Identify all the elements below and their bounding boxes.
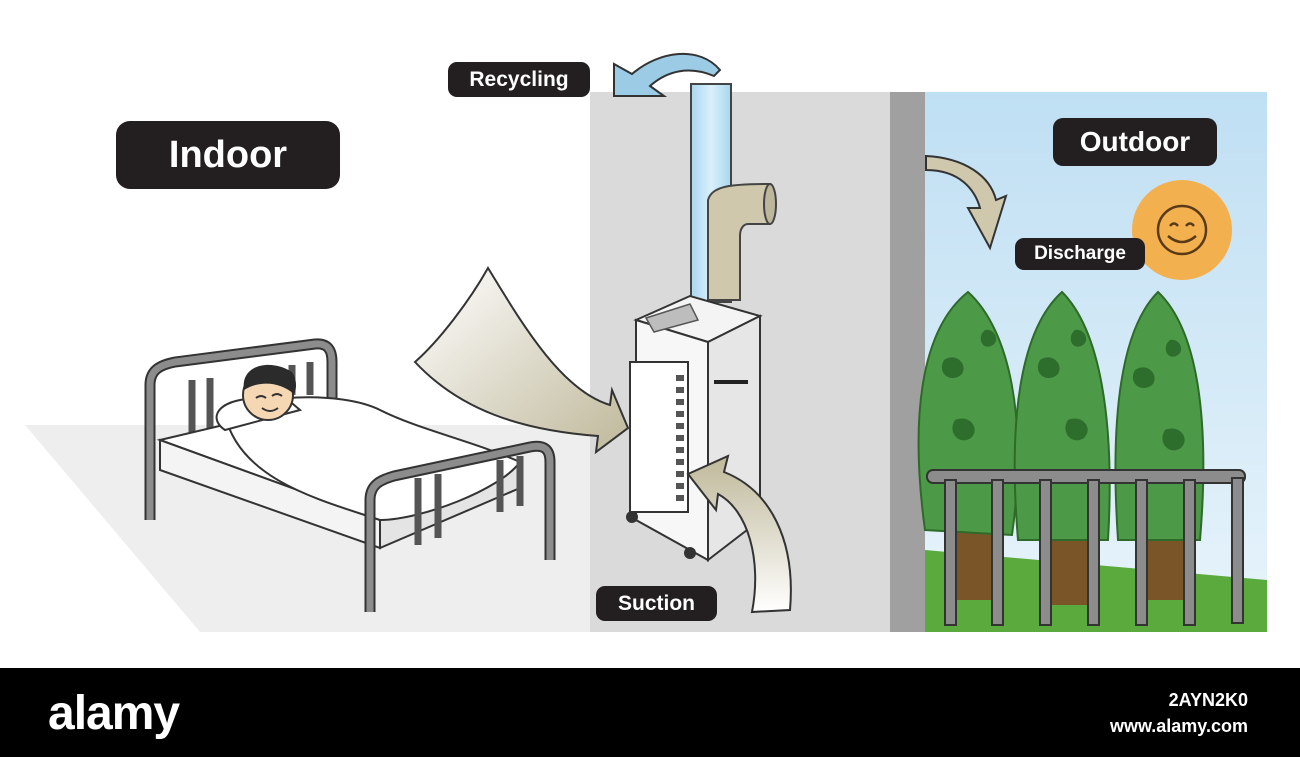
sleeping-boy-icon — [242, 364, 296, 421]
discharge-arrow — [925, 154, 1008, 251]
air-purifier-icon — [626, 294, 763, 563]
suction-label: Suction — [596, 586, 717, 621]
indoor-label: Indoor — [116, 121, 340, 189]
bed-icon — [144, 338, 556, 612]
railing-icon — [926, 469, 1246, 626]
image-id: 2AYN2K0 — [1168, 690, 1248, 710]
diagram-scene — [25, 52, 1267, 632]
footer-bar: alamy 2AYN2K0 www.alamy.com — [0, 668, 1300, 757]
brand-logo: alamy — [48, 687, 180, 740]
outdoor-label: Outdoor — [1053, 118, 1217, 166]
recycling-arrow — [613, 52, 722, 97]
sun-face-icon — [1132, 180, 1232, 280]
discharge-label: Discharge — [1015, 238, 1145, 270]
site-url: www.alamy.com — [1109, 716, 1248, 736]
suction-arrow-left — [413, 266, 630, 455]
suction-arrow-bottom — [686, 454, 792, 614]
recycling-label: Recycling — [448, 62, 590, 97]
